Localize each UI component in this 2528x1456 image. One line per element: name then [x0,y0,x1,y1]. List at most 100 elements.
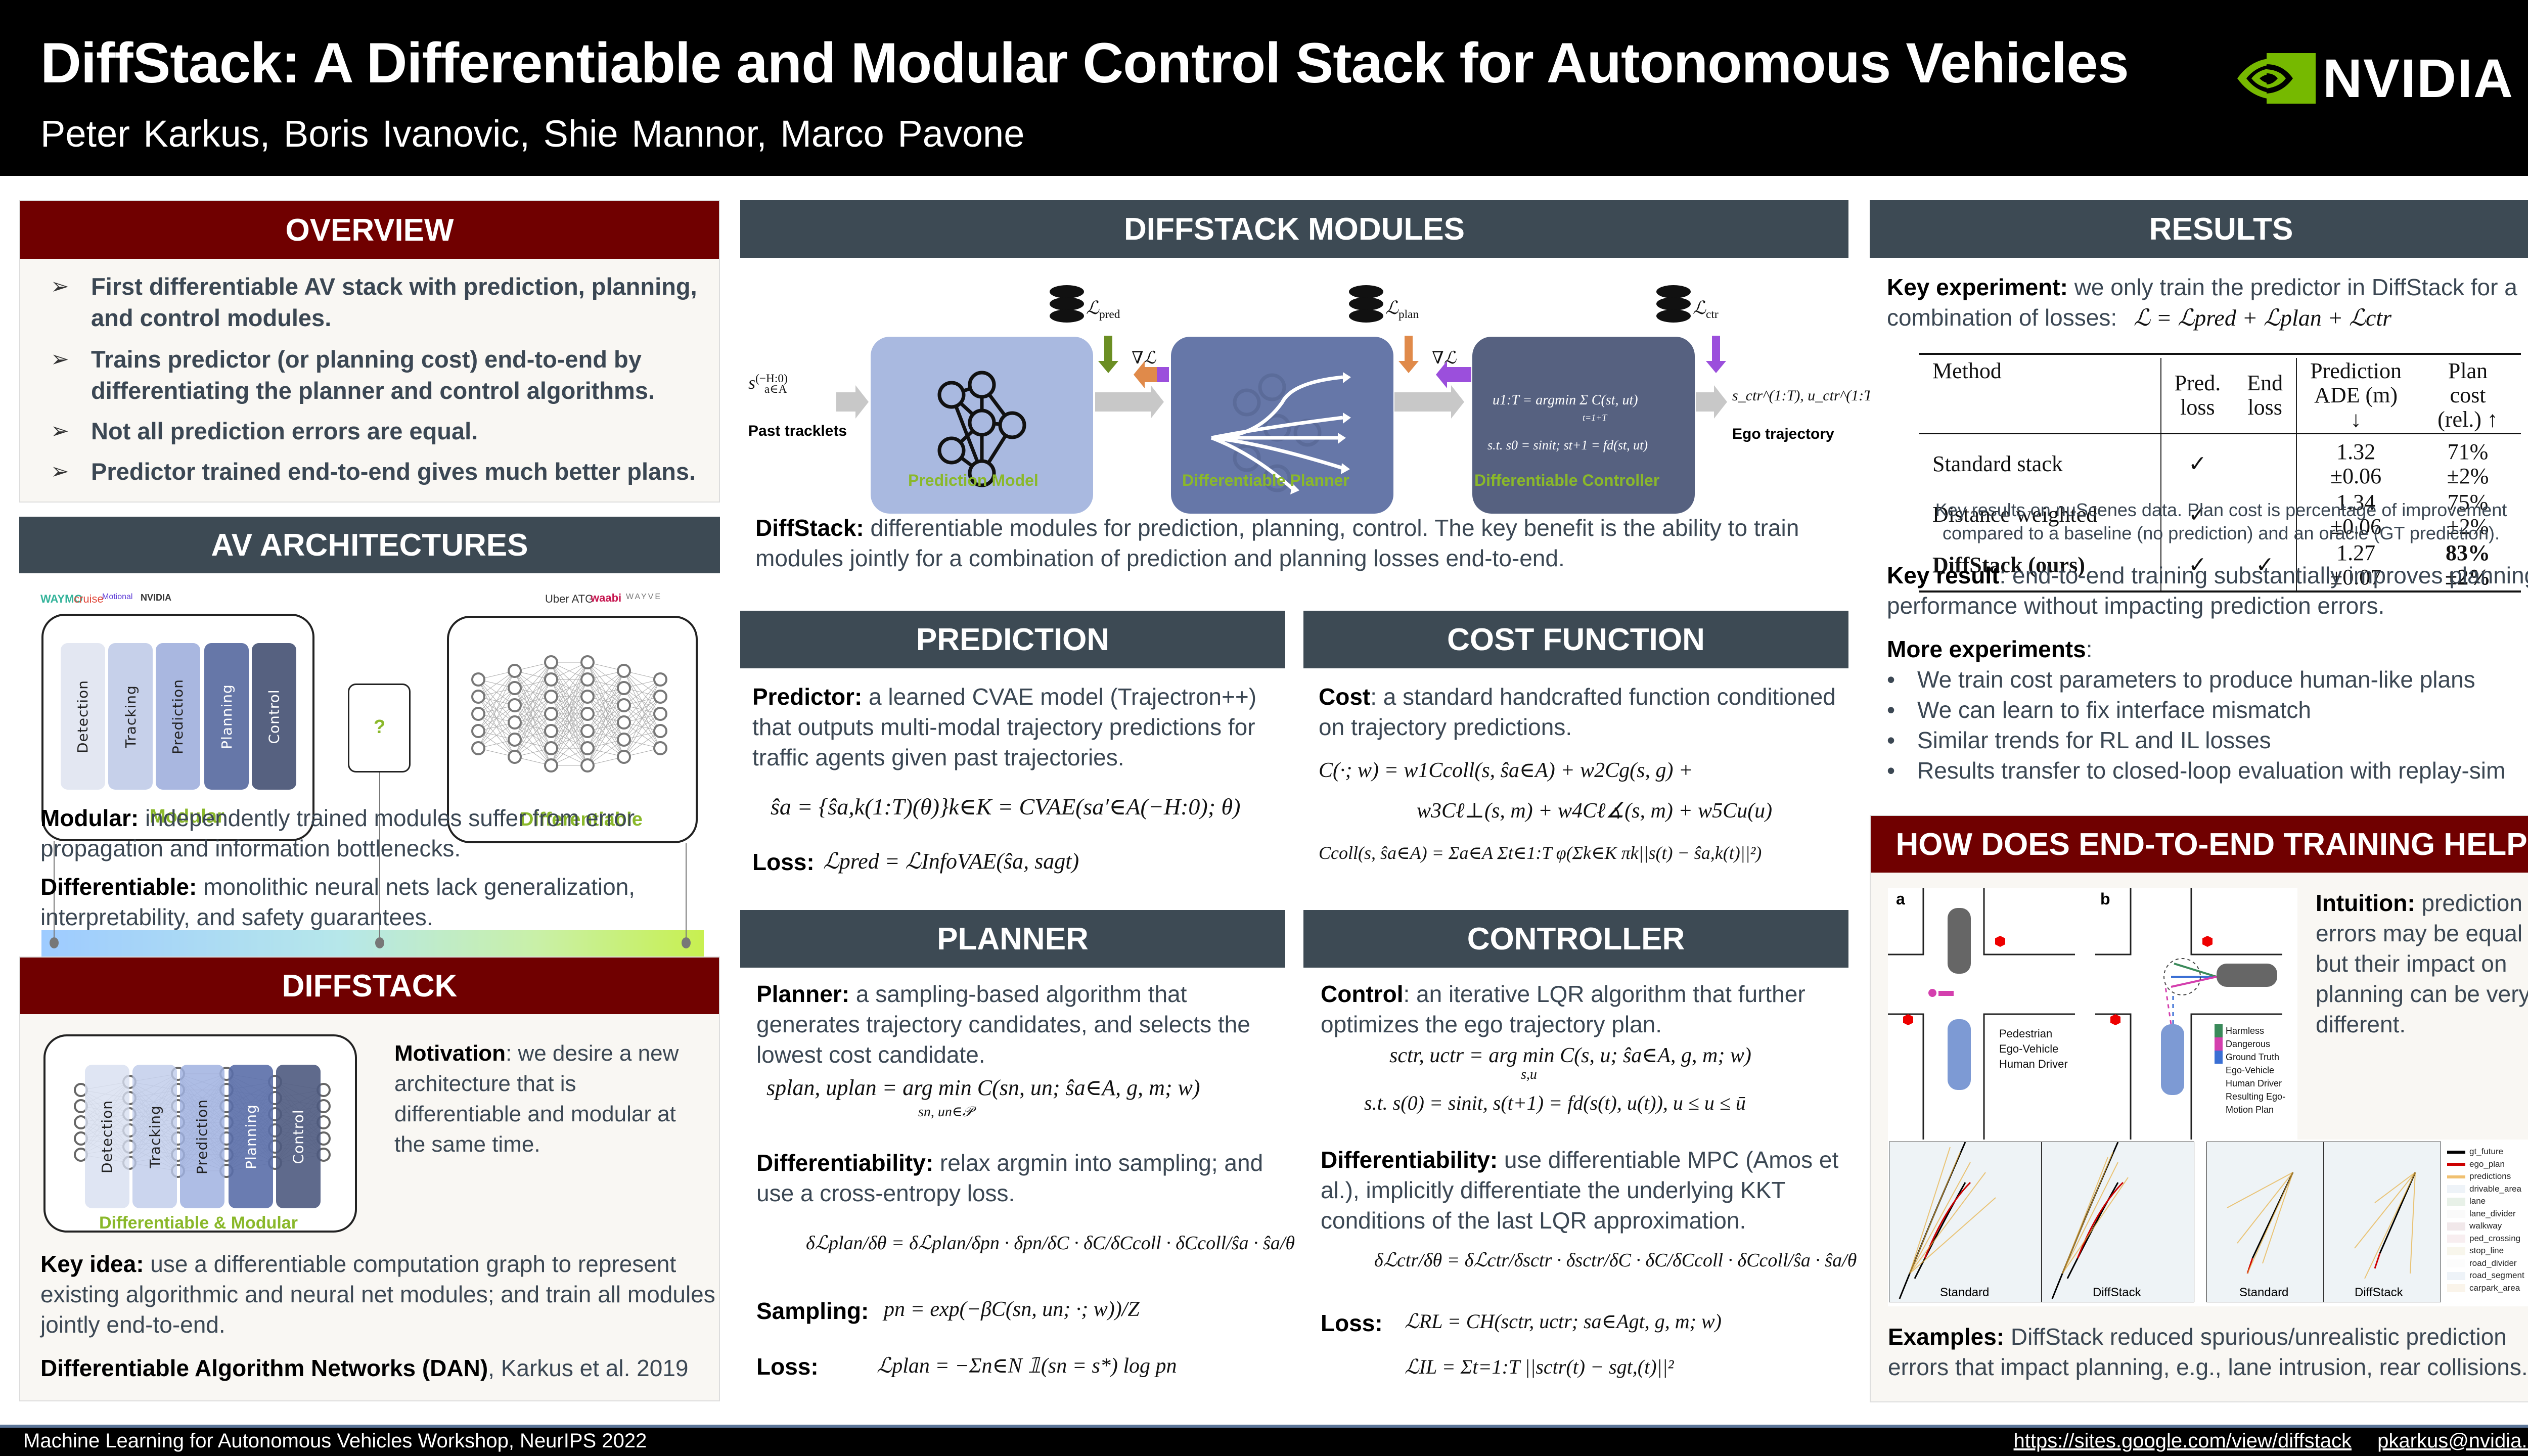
backward-gradient-arrow [1134,361,1169,388]
plan-to-ctr-arrow [1394,385,1464,419]
il-loss-equation: ℒIL = Σt=1:T ||sctr(t) − sgt,(t)||² [1405,1355,1674,1378]
e2e-help-heading: HOW DOES END-TO-END TRAINING HELP? [1871,816,2528,873]
nn-node [471,672,485,687]
controller-sum-limits: t=1+T [1583,413,1607,423]
nn-node [544,672,558,687]
overview-heading: OVERVIEW [20,201,719,259]
cvae-equation: ŝa = {ŝa,k(1:T)(θ)}k∈K = CVAE(sa′∈A(−H:0… [771,794,1241,820]
nn-node [508,698,522,712]
table-header-row: Method Pred. loss End loss Prediction AD… [1919,358,2521,434]
list-item: Results transfer to closed-loop evaluati… [1887,755,2528,786]
legend-item-ego-vehicle: Ego-Vehicle [1999,1042,2059,1055]
key-idea-text: Key idea: use a differentiable computati… [40,1251,715,1338]
dan-reference: Differentiable Algorithm Networks (DAN),… [40,1355,689,1381]
differentiable-controller-box: u1:T = argmin Σ C(st, ut) t=1+T s.t. s0 … [1472,337,1695,514]
table-row: Standard stack ✓ 1.32 ±0.06 71% ±2% [1932,438,2489,489]
table-top-rule [1919,353,2521,355]
controller-heading: CONTROLLER [1303,910,1848,968]
legend-item-human-driver: Human Driver [1999,1058,2068,1070]
differentiable-architecture-box: Differentiable [447,616,698,843]
email-link[interactable]: pkarkus@nvidia.com [2377,1430,2528,1452]
controller-argmin-subscript: s,u [1521,1067,1537,1082]
cruise-logo: cruise [74,593,104,605]
graph-network-icon [937,371,1026,487]
venue-text: Machine Learning for Autonomous Vehicles… [23,1430,647,1452]
table-caption: Key results on nuScenes data. Plan cost … [1935,499,2507,543]
ego-trajectory-math: s_ctr^(1:T), u_ctr^(1:T) [1732,387,1877,404]
example-plot: DiffStack [2324,1142,2441,1302]
overview-bullet: ➢ Trains predictor (or planning cost) en… [51,344,708,406]
wayve-logo: WAYVE [626,593,662,601]
nn-node [617,698,631,712]
nn-node [508,681,522,695]
module-detection: Detection [61,643,105,790]
legend-item-human-driver: Human Driver [2226,1078,2282,1088]
controller-constraints: s.t. s(0) = sinit, s(t+1) = fd(s(t), u(t… [1364,1091,1746,1114]
arrow-bullet-icon: ➢ [51,419,69,443]
controller-differentiability: Differentiability: use differentiable MP… [1321,1147,1839,1234]
sampling-equation: pn = exp(−βC(sn, un; ·; w))/Z [884,1298,1140,1321]
project-url-link[interactable]: https://sites.google.com/view/diffstack [2013,1430,2352,1452]
loss-ctr-label: ℒctr [1693,298,1719,322]
differentiable-planner-label: Differentiable Planner [1182,471,1349,489]
module-control: Control [252,643,296,790]
col-plan-cost: Plan cost (rel.) ↑ [2437,358,2498,432]
table-row: Distance weighted ✓ 1.34 ±0.06 75% ±2% [1932,489,2489,540]
waymo-logo: WAYMO [40,593,83,605]
plan-loss-arrow [1398,336,1419,373]
nn-node [580,672,595,687]
poster-title: DiffStack: A Differentiable and Modular … [40,31,2129,95]
results-heading: RESULTS [1870,200,2528,258]
nn-node [653,672,667,687]
nn-node [580,707,595,721]
legend-item-ground-truth: Ground Truth [2215,1051,2290,1064]
nn-node [653,724,667,738]
legend-item: carpark_area [2447,1282,2524,1295]
table-row: DiffStack (ours) ✓ ✓ 1.27 ±0.07 83% ±2% [1919,539,2521,592]
motional-logo: Motional [102,593,133,601]
poster-header: DiffStack: A Differentiable and Modular … [0,0,2528,176]
differentiable-modular-label: Differentiable & Modular [99,1213,298,1233]
nn-node [471,707,485,721]
nvidia-logo: NVIDIA [2237,51,2525,106]
nn-node [508,750,522,764]
arrow-bullet-icon: ➢ [51,459,69,484]
uber-atg-logo: Uber ATG [545,593,594,605]
spectrum-marker [682,937,691,948]
list-item: We train cost parameters to produce huma… [1887,664,2528,695]
prediction-model-box [871,337,1093,514]
nn-node [580,655,595,669]
intersection-scenarios-icon [1888,888,2282,1151]
past-tracklets-label: Past tracklets [748,423,847,439]
diffstack-modules-panel: DIFFSTACK MODULES s(−H:0)a∈A Past trackl… [740,200,1877,584]
intersection-illustration: a b Pedestrian Ego-Vehicle Human Driver … [1888,888,2297,1151]
loss-plan-label: ℒplan [1385,298,1419,322]
controller-constraints: s.t. s0 = sinit; st+1 = fd(st, ut) [1487,438,1648,452]
motivation-text: Motivation: we desire a new architecture… [394,1041,679,1157]
col-end-loss: End loss [2247,371,2283,420]
legend-item: stop_line [2447,1245,2524,1257]
modules-caption: DiffStack: differentiable modules for pr… [755,515,1799,571]
diffstack-modules-heading: DIFFSTACK MODULES [740,200,1848,258]
legend-item-pedestrian: Pedestrian [1999,1027,2053,1040]
prediction-heading: PREDICTION [740,611,1285,668]
modular-label: Modular [150,806,224,827]
loss-label: Loss: [1321,1310,1383,1336]
module-tracking: Tracking [132,1065,177,1208]
nn-node [617,681,631,695]
nn-node [617,664,631,678]
legend-b: Harmless Dangerous Ground Truth Ego-Vehi… [2215,1024,2290,1116]
pred-to-plan-arrow [1095,385,1164,419]
controller-gradient-equation: δℒctr/δθ = δℒctr/δsctr · δsctr/δC · δC/δ… [1374,1250,1857,1271]
architecture-spectrum-bar [41,930,704,957]
rl-loss-equation: ℒRL = CH(sctr, uctr; sa∈Agt, g, m; w) [1405,1310,1722,1333]
cost-description: Cost: a standard handcrafted function co… [1319,684,1836,740]
output-arrow [1696,385,1727,419]
nn-node [508,664,522,678]
more-experiments-list: We train cost parameters to produce huma… [1887,664,2528,786]
neural-network-icon [471,655,667,772]
legend-item: ped_crossing [2447,1233,2524,1245]
planner-panel: PLANNER Planner: a sampling-based algori… [740,910,1295,1400]
legend-item-dangerous: Dangerous [2215,1037,2290,1051]
nn-node [544,758,558,772]
